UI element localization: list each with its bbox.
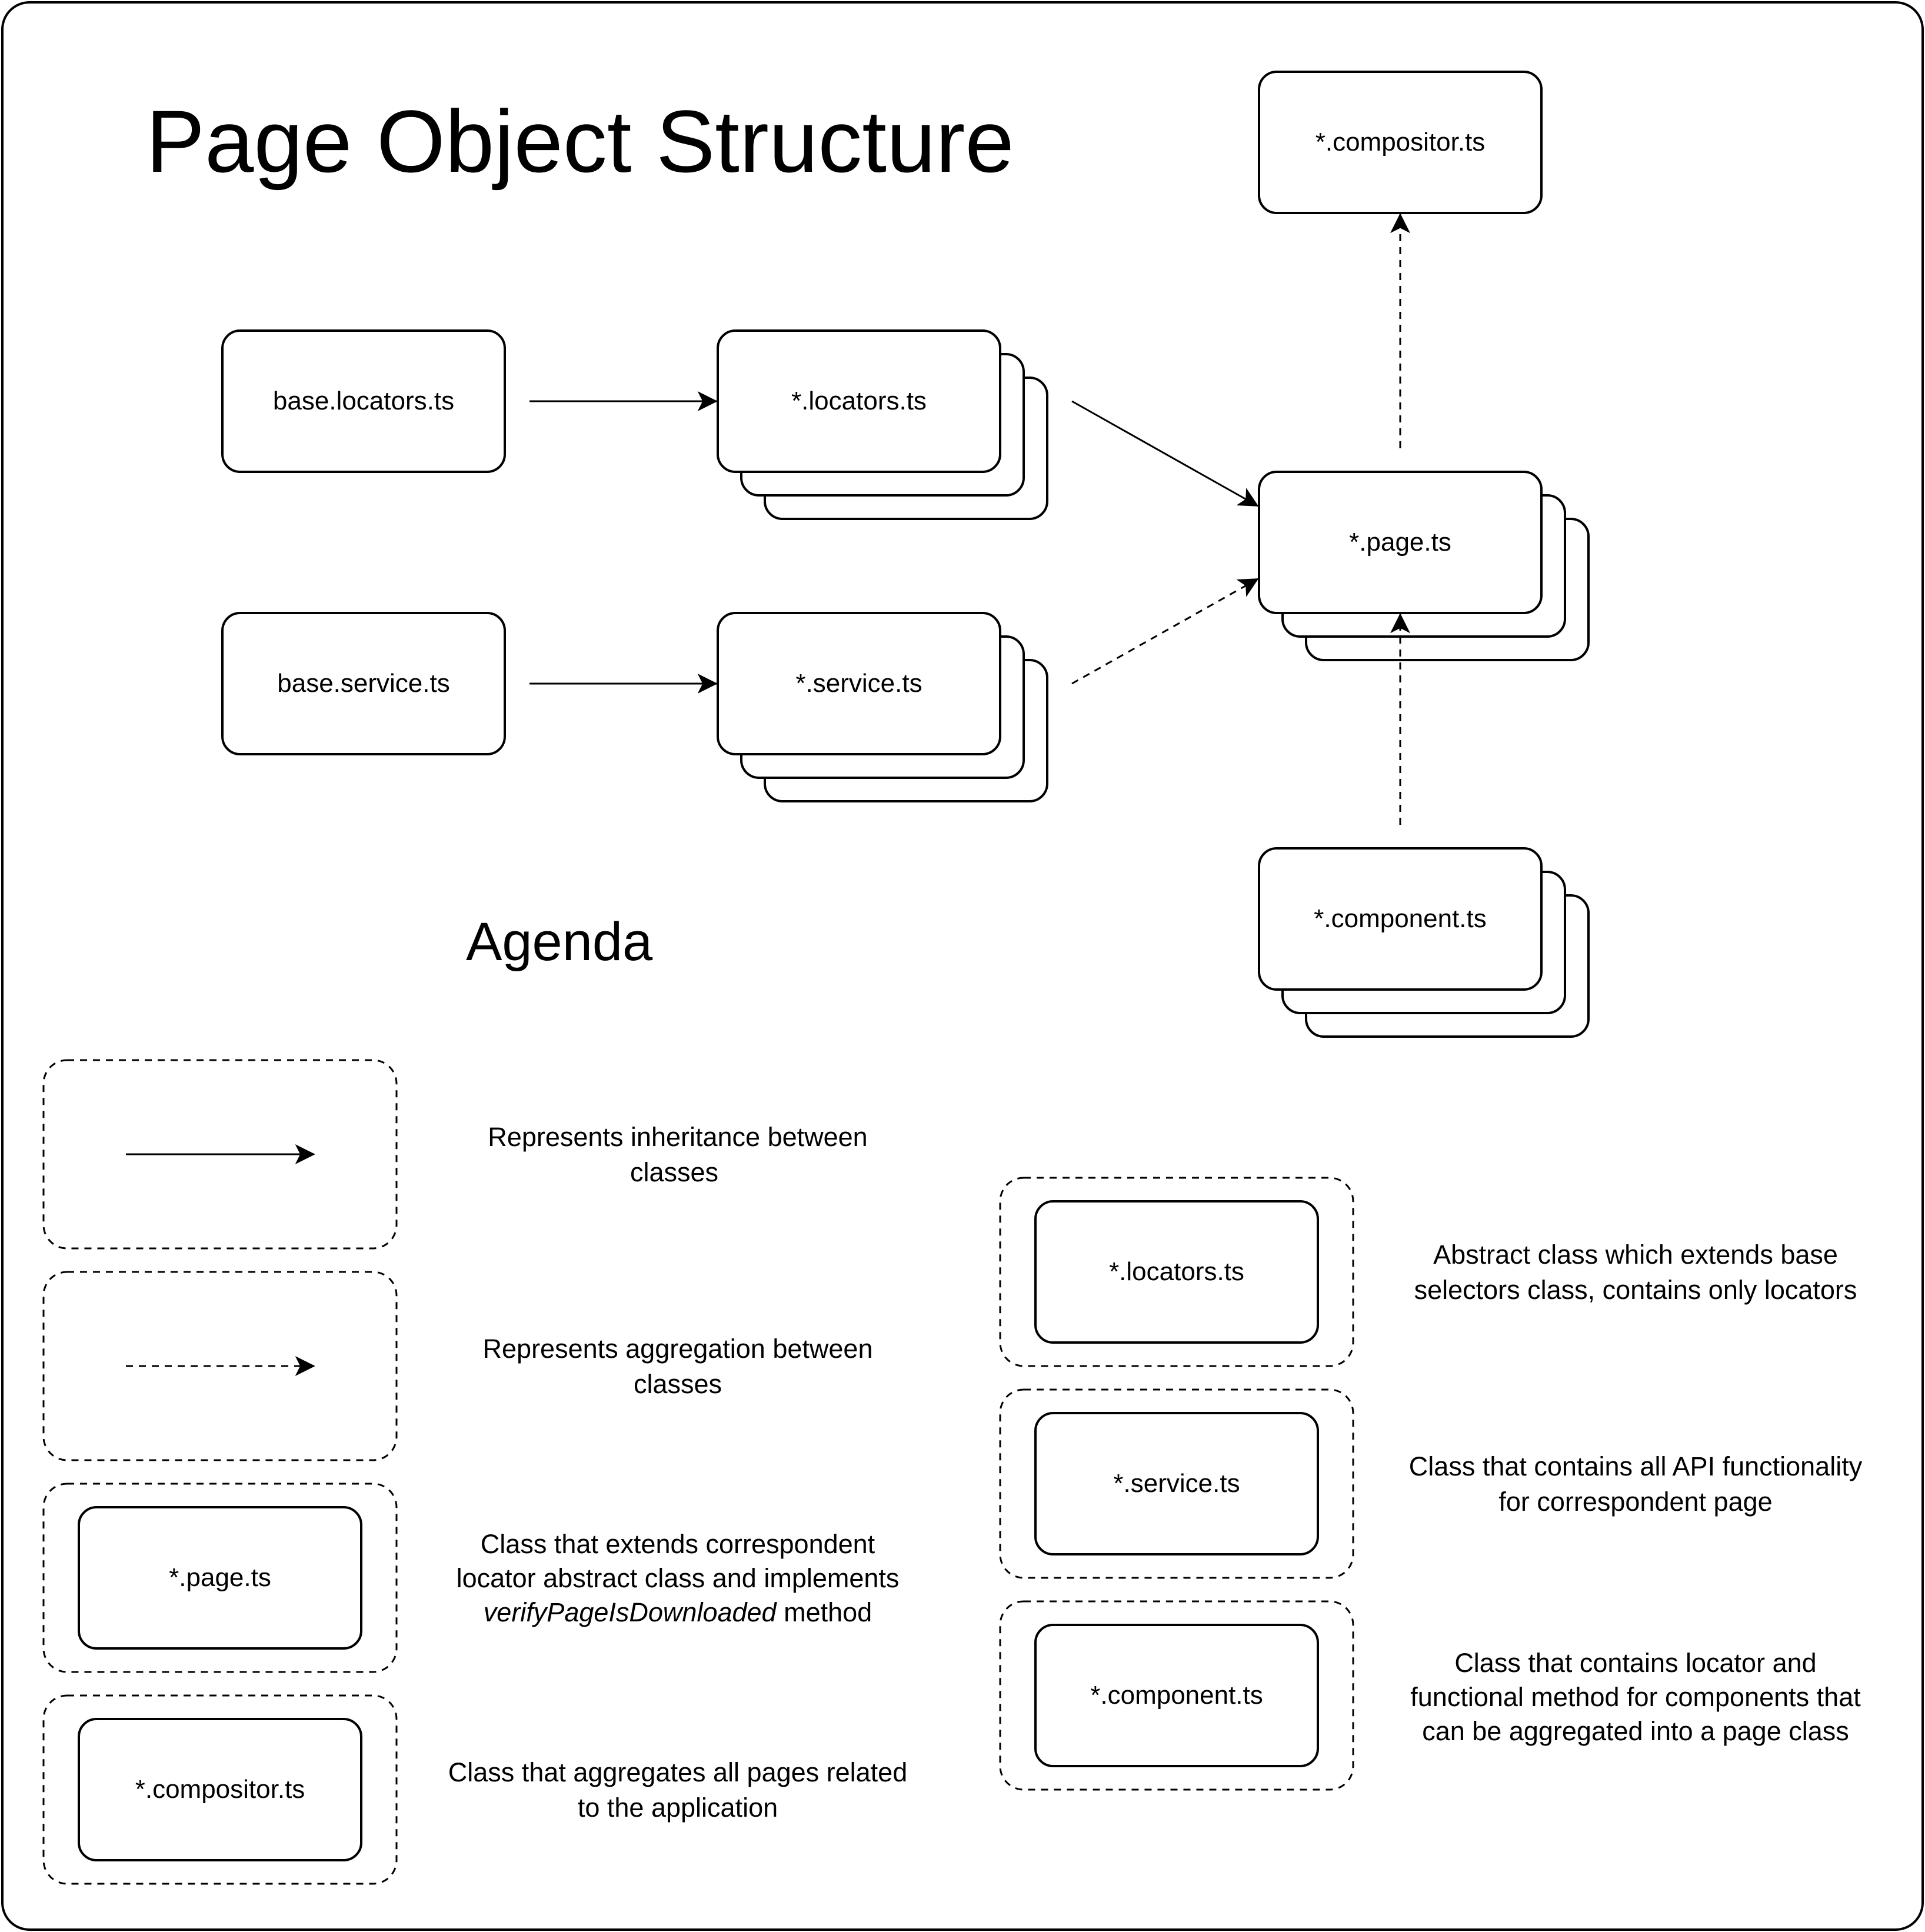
legend-component-text-3: can be aggregated into a page class xyxy=(1422,1716,1849,1746)
node-service: *.service.ts xyxy=(717,612,1048,802)
node-compositor: *.compositor.ts xyxy=(1258,71,1543,214)
legend-service-text-1: Class that contains all API functionalit… xyxy=(1409,1451,1863,1481)
agenda-heading: Agenda xyxy=(466,912,653,972)
legend-component-text-2: functional method for components that xyxy=(1410,1682,1861,1712)
node-service-label: *.service.ts xyxy=(795,669,922,698)
node-locators: *.locators.ts xyxy=(717,329,1048,520)
node-page: *.page.ts xyxy=(1258,471,1590,661)
node-base-service-label: base.service.ts xyxy=(277,669,449,698)
edge-locators-to-page xyxy=(1071,400,1259,507)
legend-service-box-label: *.service.ts xyxy=(1113,1469,1240,1498)
edge-service-to-page xyxy=(1071,578,1259,685)
node-page-label: *.page.ts xyxy=(1349,528,1451,557)
legend-compositor-text-1: Class that aggregates all pages related xyxy=(448,1757,908,1787)
legend-service-text-2: for correspondent page xyxy=(1498,1487,1772,1517)
node-component-label: *.component.ts xyxy=(1314,904,1487,933)
legend-component-box-label: *.component.ts xyxy=(1090,1681,1263,1710)
legend-aggregation-text-1: Represents aggregation between xyxy=(483,1334,873,1364)
legend-locators-box-label: *.locators.ts xyxy=(1109,1257,1244,1286)
legend-page: *.page.ts Class that extends corresponde… xyxy=(42,1483,900,1673)
legend-component-text-1: Class that contains locator and xyxy=(1454,1648,1816,1678)
legend-locators-text-2: selectors class, contains only locators xyxy=(1414,1275,1857,1305)
legend-inheritance: Represents inheritance between classes xyxy=(42,1059,868,1250)
node-compositor-label: *.compositor.ts xyxy=(1315,128,1486,156)
node-component: *.component.ts xyxy=(1258,847,1590,1038)
node-locators-label: *.locators.ts xyxy=(791,387,927,415)
page-title: Page Object Structure xyxy=(146,92,1014,191)
legend-compositor: *.compositor.ts Class that aggregates al… xyxy=(42,1694,908,1885)
legend-page-text-2: locator abstract class and implements xyxy=(457,1563,900,1593)
legend-locators-text-1: Abstract class which extends base xyxy=(1433,1240,1838,1270)
node-base-locators-label: base.locators.ts xyxy=(273,387,454,415)
legend-page-text-1: Class that extends correspondent xyxy=(481,1529,875,1559)
legend-aggregation-text-2: classes xyxy=(634,1369,722,1399)
legend-compositor-box-label: *.compositor.ts xyxy=(135,1775,305,1804)
legend-page-box-label: *.page.ts xyxy=(169,1563,271,1592)
legend-locators: *.locators.ts Abstract class which exten… xyxy=(999,1177,1857,1367)
legend-aggregation: Represents aggregation between classes xyxy=(42,1271,873,1461)
legend-component: *.component.ts Class that contains locat… xyxy=(999,1600,1861,1791)
node-base-locators: base.locators.ts xyxy=(221,329,506,473)
legend-page-method-name: verifyPageIsDownloaded xyxy=(484,1597,778,1627)
legend-compositor-text-2: to the application xyxy=(578,1793,778,1823)
legend-page-method-suffix: method xyxy=(777,1597,872,1627)
legend-inheritance-text-2: classes xyxy=(630,1157,718,1187)
legend-service: *.service.ts Class that contains all API… xyxy=(999,1388,1863,1579)
legend-inheritance-text-1: Represents inheritance between xyxy=(488,1122,867,1152)
legend-page-text-3: verifyPageIsDownloaded method xyxy=(484,1597,872,1627)
node-base-service: base.service.ts xyxy=(221,612,506,755)
